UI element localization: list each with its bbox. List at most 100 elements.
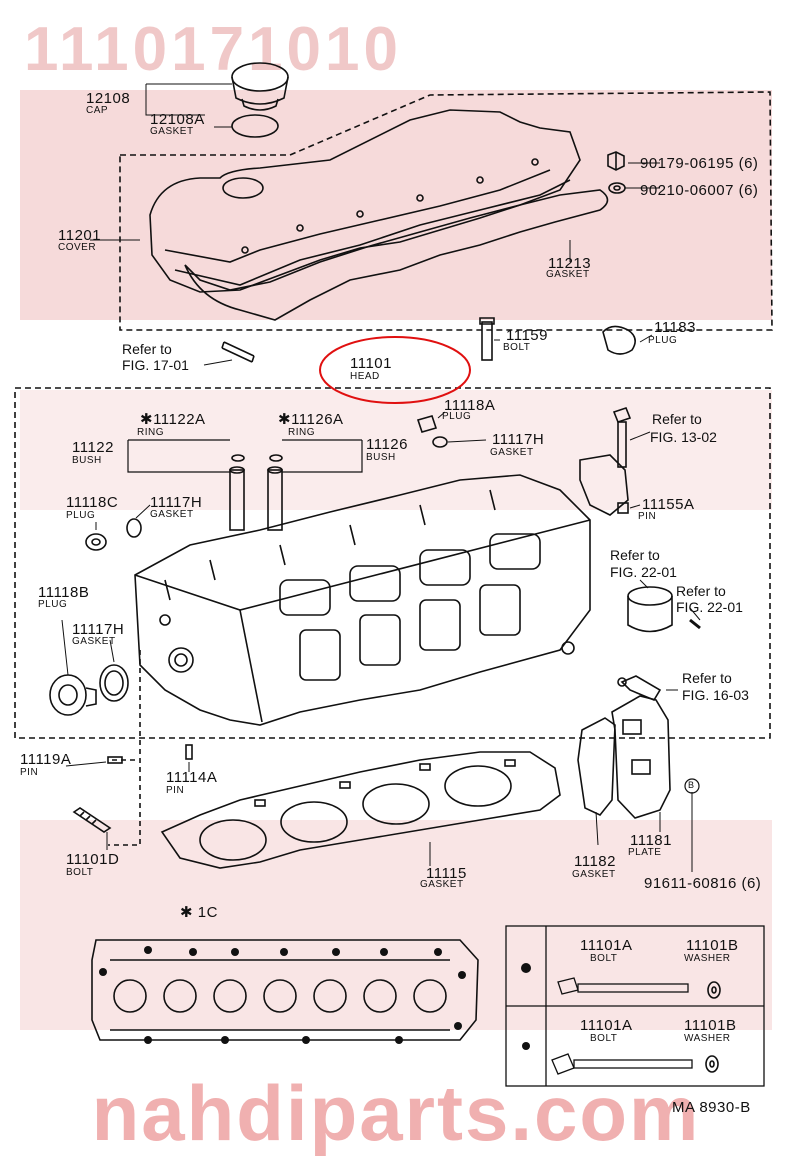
- cylinder-head-cover-part: [149, 109, 581, 293]
- part-11201-name: COVER: [58, 242, 97, 253]
- part-11101-number: 11101: [350, 355, 392, 372]
- part-11201-number: 11201: [58, 227, 102, 244]
- part-11213-name: GASKET: [546, 269, 590, 280]
- part-11118b-number: 11118B: [38, 584, 90, 601]
- legend-row1-washer-number: 11101B: [686, 937, 739, 954]
- part-12108a-number: 12108A: [150, 111, 205, 128]
- ref-fig-22a-line1: Refer to: [610, 547, 660, 563]
- seal-washer-part: [608, 182, 626, 194]
- part-11119a-name: PIN: [20, 767, 39, 778]
- plug-11118c-part: [85, 533, 107, 551]
- part-11118a-name: PLUG: [442, 411, 472, 422]
- legend-table: [505, 925, 765, 1087]
- bush-11122-part: [229, 466, 245, 531]
- cylinder-head-top-view: [91, 939, 479, 1041]
- legend-row1-washer-name: WASHER: [684, 953, 731, 964]
- ref-fig-16-line2: FIG. 16-03: [682, 687, 749, 703]
- bush-11126-part: [267, 466, 283, 531]
- ref-fig-13-line1: Refer to: [652, 411, 702, 427]
- head-gasket-part: [160, 751, 561, 869]
- part-11122-name: BUSH: [72, 455, 102, 466]
- legend-row1-bolt-name: BOLT: [590, 953, 618, 964]
- cylinder-head-part: [134, 474, 591, 726]
- watermark-band-mid: [20, 390, 772, 510]
- part-11118c-name: PLUG: [66, 510, 96, 521]
- bolt-11101d-part: [72, 807, 112, 833]
- part-11117h-mid-name: GASKET: [150, 509, 194, 520]
- pin-11114a-part: [185, 744, 193, 760]
- ref-fig-22b-line2: FIG. 22-01: [676, 599, 743, 615]
- plug-11118b-part: [49, 674, 97, 716]
- part-11117h-low-number: 11117H: [72, 621, 125, 638]
- pin-11119a-part: [107, 756, 123, 764]
- cover-group-outline: [119, 91, 773, 331]
- ref-fig-22b-line1: Refer to: [676, 583, 726, 599]
- part-11155a-number: 11155A: [642, 496, 695, 513]
- plate-part: [611, 695, 671, 819]
- bracket-part: [579, 454, 629, 516]
- part-11117h-top-number: 11117H: [492, 431, 545, 448]
- part-11126-name: BUSH: [366, 452, 396, 463]
- part-12108a-name: GASKET: [150, 126, 194, 137]
- plug-11118a-part: [416, 415, 438, 433]
- part-11115-name: GASKET: [420, 879, 464, 890]
- ring-11122a-part: [231, 454, 245, 462]
- ref-fig-22a-line2: FIG. 22-01: [610, 564, 677, 580]
- part-12108-name: CAP: [86, 105, 109, 116]
- ring-11126a-part: [269, 454, 283, 462]
- legend-washer-2: [705, 1055, 719, 1073]
- part-11117h-mid-number: 11117H: [150, 494, 203, 511]
- gasket-11117h-mid-part: [126, 518, 142, 538]
- head-group-outline: [14, 387, 771, 739]
- part-11122a-name: RING: [137, 427, 164, 438]
- legend-washer-1: [707, 981, 721, 999]
- ref-fig-13-line2: FIG. 13-02: [650, 429, 717, 445]
- part-11122-number: 11122: [72, 439, 114, 456]
- ref-fig-17-line1: Refer to: [122, 341, 172, 357]
- ref-fig-17-line2: FIG. 17-01: [122, 357, 189, 373]
- part-11117h-top-name: GASKET: [490, 447, 534, 458]
- figure-code: MA 8930-B: [672, 1099, 751, 1116]
- part-11159-number: 11159: [506, 327, 548, 344]
- part-11122a-number: ✱11122A: [140, 411, 206, 428]
- part-11117h-low-name: GASKET: [72, 636, 116, 647]
- legend-row2-washer-number: 11101B: [684, 1017, 737, 1034]
- part-11126-number: 11126: [366, 436, 408, 453]
- plug-11183-part: [602, 325, 636, 355]
- part-11183-name: PLUG: [648, 335, 678, 346]
- part-11126a-name: RING: [288, 427, 315, 438]
- part-11213-number: 11213: [548, 255, 592, 272]
- watermark-site-name: nahdiparts.com: [91, 1069, 701, 1157]
- part-11114a-number: 11114A: [166, 769, 218, 786]
- part-11101d-number: 11101D: [66, 851, 120, 868]
- part-11159-name: BOLT: [503, 342, 531, 353]
- part-11181-number: 11181: [630, 832, 672, 849]
- part-11118a-number: 11118A: [444, 397, 496, 414]
- watermark-part-number: 1110171010: [24, 15, 402, 84]
- part-11155a-name: PIN: [638, 511, 657, 522]
- b-mark-letter: B: [688, 780, 695, 790]
- legend-bolt-2: [551, 1053, 693, 1075]
- part-11115-number: 11115: [426, 865, 467, 882]
- cover-nut-part: [607, 151, 625, 171]
- sensor-ref-16-part: [617, 675, 662, 702]
- legend-row2-bolt-name: BOLT: [590, 1033, 618, 1044]
- gasket-11117h-low-part: [99, 664, 129, 702]
- part-11114a-name: PIN: [166, 785, 185, 796]
- legend-row1-dot: [521, 963, 531, 973]
- gasket-11117h-top-part: [432, 436, 448, 448]
- part-91611-number: 91611-60816 (6): [644, 875, 762, 892]
- part-11183-number: 11183: [654, 319, 696, 336]
- oil-cap-part: [231, 62, 289, 111]
- part-11101-name: HEAD: [350, 371, 380, 382]
- highlight-ellipse: [319, 336, 471, 404]
- part-12108-number: 12108: [86, 90, 131, 107]
- seal-ref-22-part: [627, 586, 673, 633]
- part-11181-name: PLATE: [628, 847, 662, 858]
- part-90179-number: 90179-06195 (6): [640, 155, 759, 172]
- part-11118c-number: 11118C: [66, 494, 119, 511]
- stud-bolt-part: [221, 341, 255, 363]
- legend-bolt-1: [557, 977, 689, 995]
